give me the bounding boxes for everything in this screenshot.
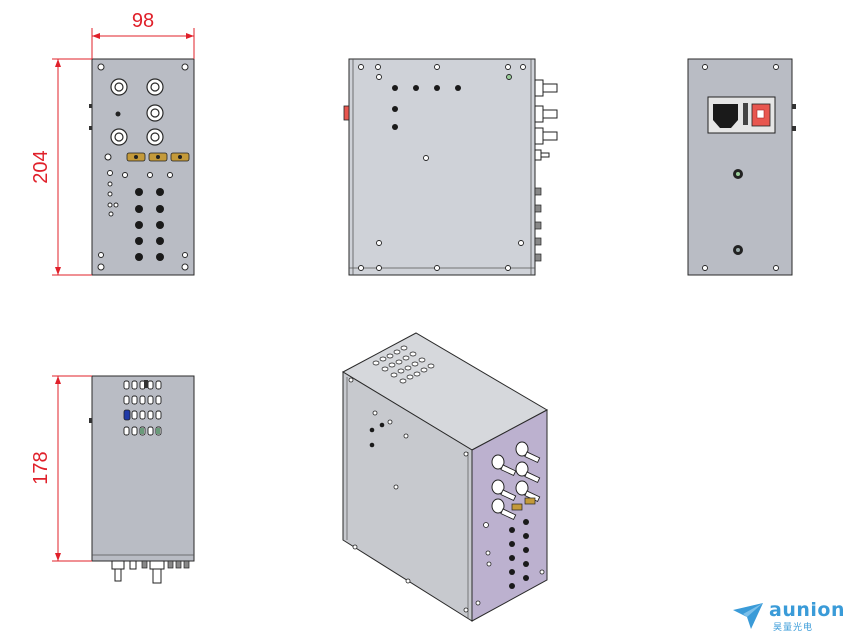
dimension-depth-label: 178 — [30, 451, 52, 484]
logo-name: aunion — [769, 599, 843, 621]
front-view — [89, 58, 195, 276]
side-view — [343, 58, 558, 276]
dimension-depth — [52, 375, 92, 562]
dimension-width — [91, 28, 195, 59]
paper-plane-icon — [733, 603, 763, 629]
dimension-height — [52, 58, 92, 276]
isometric-view — [341, 332, 549, 622]
dimension-height-label: 204 — [30, 150, 52, 183]
rear-view — [687, 58, 796, 276]
dimension-width-label: 98 — [132, 10, 154, 32]
company-logo: aunion 昊量光电 — [733, 599, 843, 634]
logo-subtitle: 昊量光电 — [773, 623, 814, 633]
bottom-view — [89, 375, 195, 584]
